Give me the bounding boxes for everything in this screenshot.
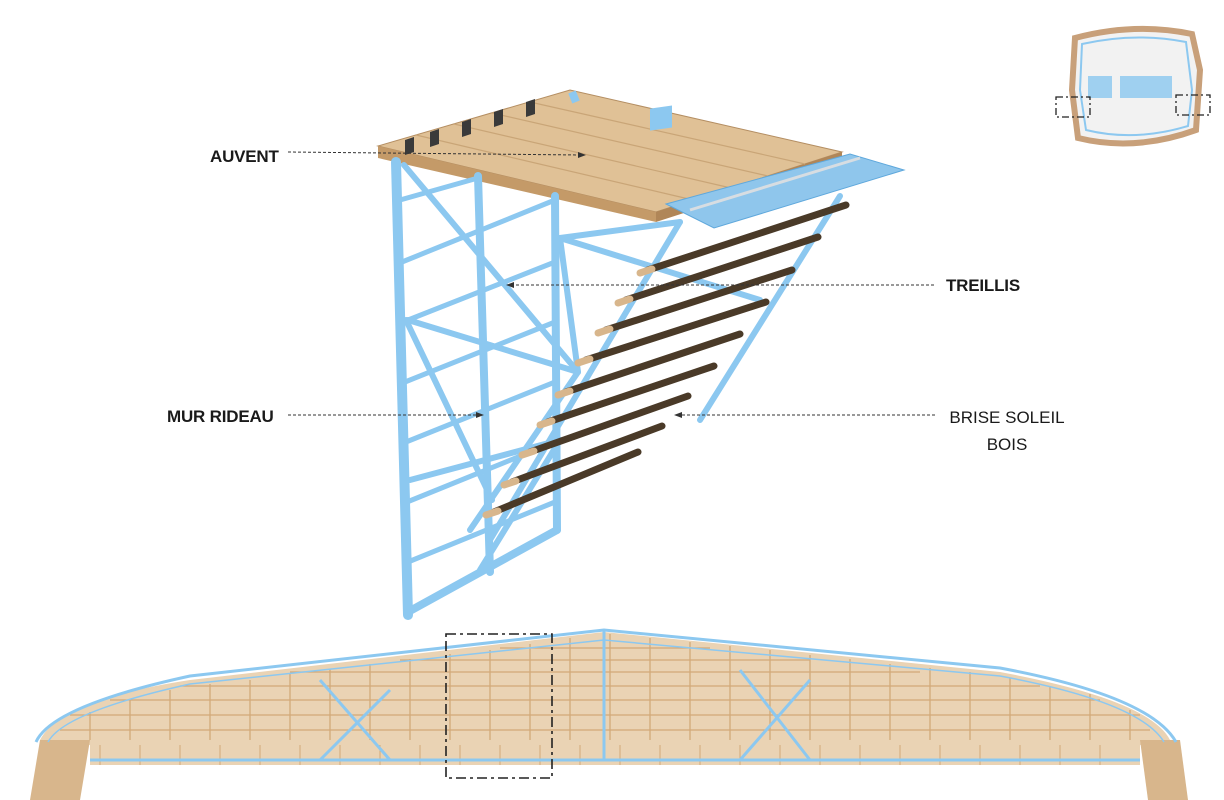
- leader-treillis-arrow: [506, 282, 514, 288]
- key-plan-block-right: [1120, 76, 1172, 98]
- label-brise-soleil-line2: BOIS: [986, 435, 1028, 454]
- elevation-right-leg: [1140, 740, 1188, 800]
- canopy-deck-front-edge: [378, 146, 656, 222]
- leader-lines: [287, 151, 935, 418]
- label-treillis: TREILLIS: [946, 276, 1020, 295]
- key-plan: [1055, 25, 1211, 147]
- curtain-wall: [391, 157, 561, 620]
- key-plan-inner-outline: [1078, 36, 1194, 137]
- elevation-left-leg: [30, 740, 90, 800]
- canopy-glass-panel: [664, 153, 906, 229]
- elevation-steel-roofline-inner: [47, 639, 1165, 743]
- label-brise-soleil-line1: BRISE SOLEIL: [949, 408, 1065, 427]
- elevation-base-band: [90, 745, 1140, 765]
- canopy-steel-beam: [650, 105, 672, 131]
- truss-diagonals: [401, 162, 843, 573]
- elevation-steel-bracing: [90, 630, 1140, 762]
- canopy-steel-rail: [568, 90, 580, 104]
- key-plan-block-left: [1088, 76, 1112, 98]
- truss: [401, 162, 843, 573]
- canopy-deck: [376, 89, 906, 229]
- canopy-gutter: [689, 156, 861, 212]
- leader-mur-rideau-arrow: [476, 412, 484, 418]
- label-mur-rideau: MUR RIDEAU: [167, 407, 274, 426]
- leader-auvent-arrow: [578, 152, 586, 158]
- elevation-detail-frame: [445, 633, 553, 779]
- building-elevation: [30, 628, 1188, 800]
- brise-soleil-slats: [482, 201, 850, 519]
- elevation-steel-roofline: [34, 628, 1178, 743]
- label-brise-soleil: BRISE SOLEIL BOIS: [946, 408, 1068, 455]
- leader-auvent: [287, 151, 581, 156]
- key-plan-detail-frame-right: [1175, 94, 1211, 116]
- leader-brise-soleil-arrow: [674, 412, 682, 418]
- canopy-deck-plank-lines: [415, 101, 806, 201]
- label-auvent: AUVENT: [210, 147, 279, 166]
- canopy-joists: [405, 99, 535, 155]
- elevation-base-mullions: [99, 745, 1101, 765]
- key-plan-detail-frame-left: [1055, 96, 1091, 118]
- curtain-wall-mullion-left: [391, 157, 413, 620]
